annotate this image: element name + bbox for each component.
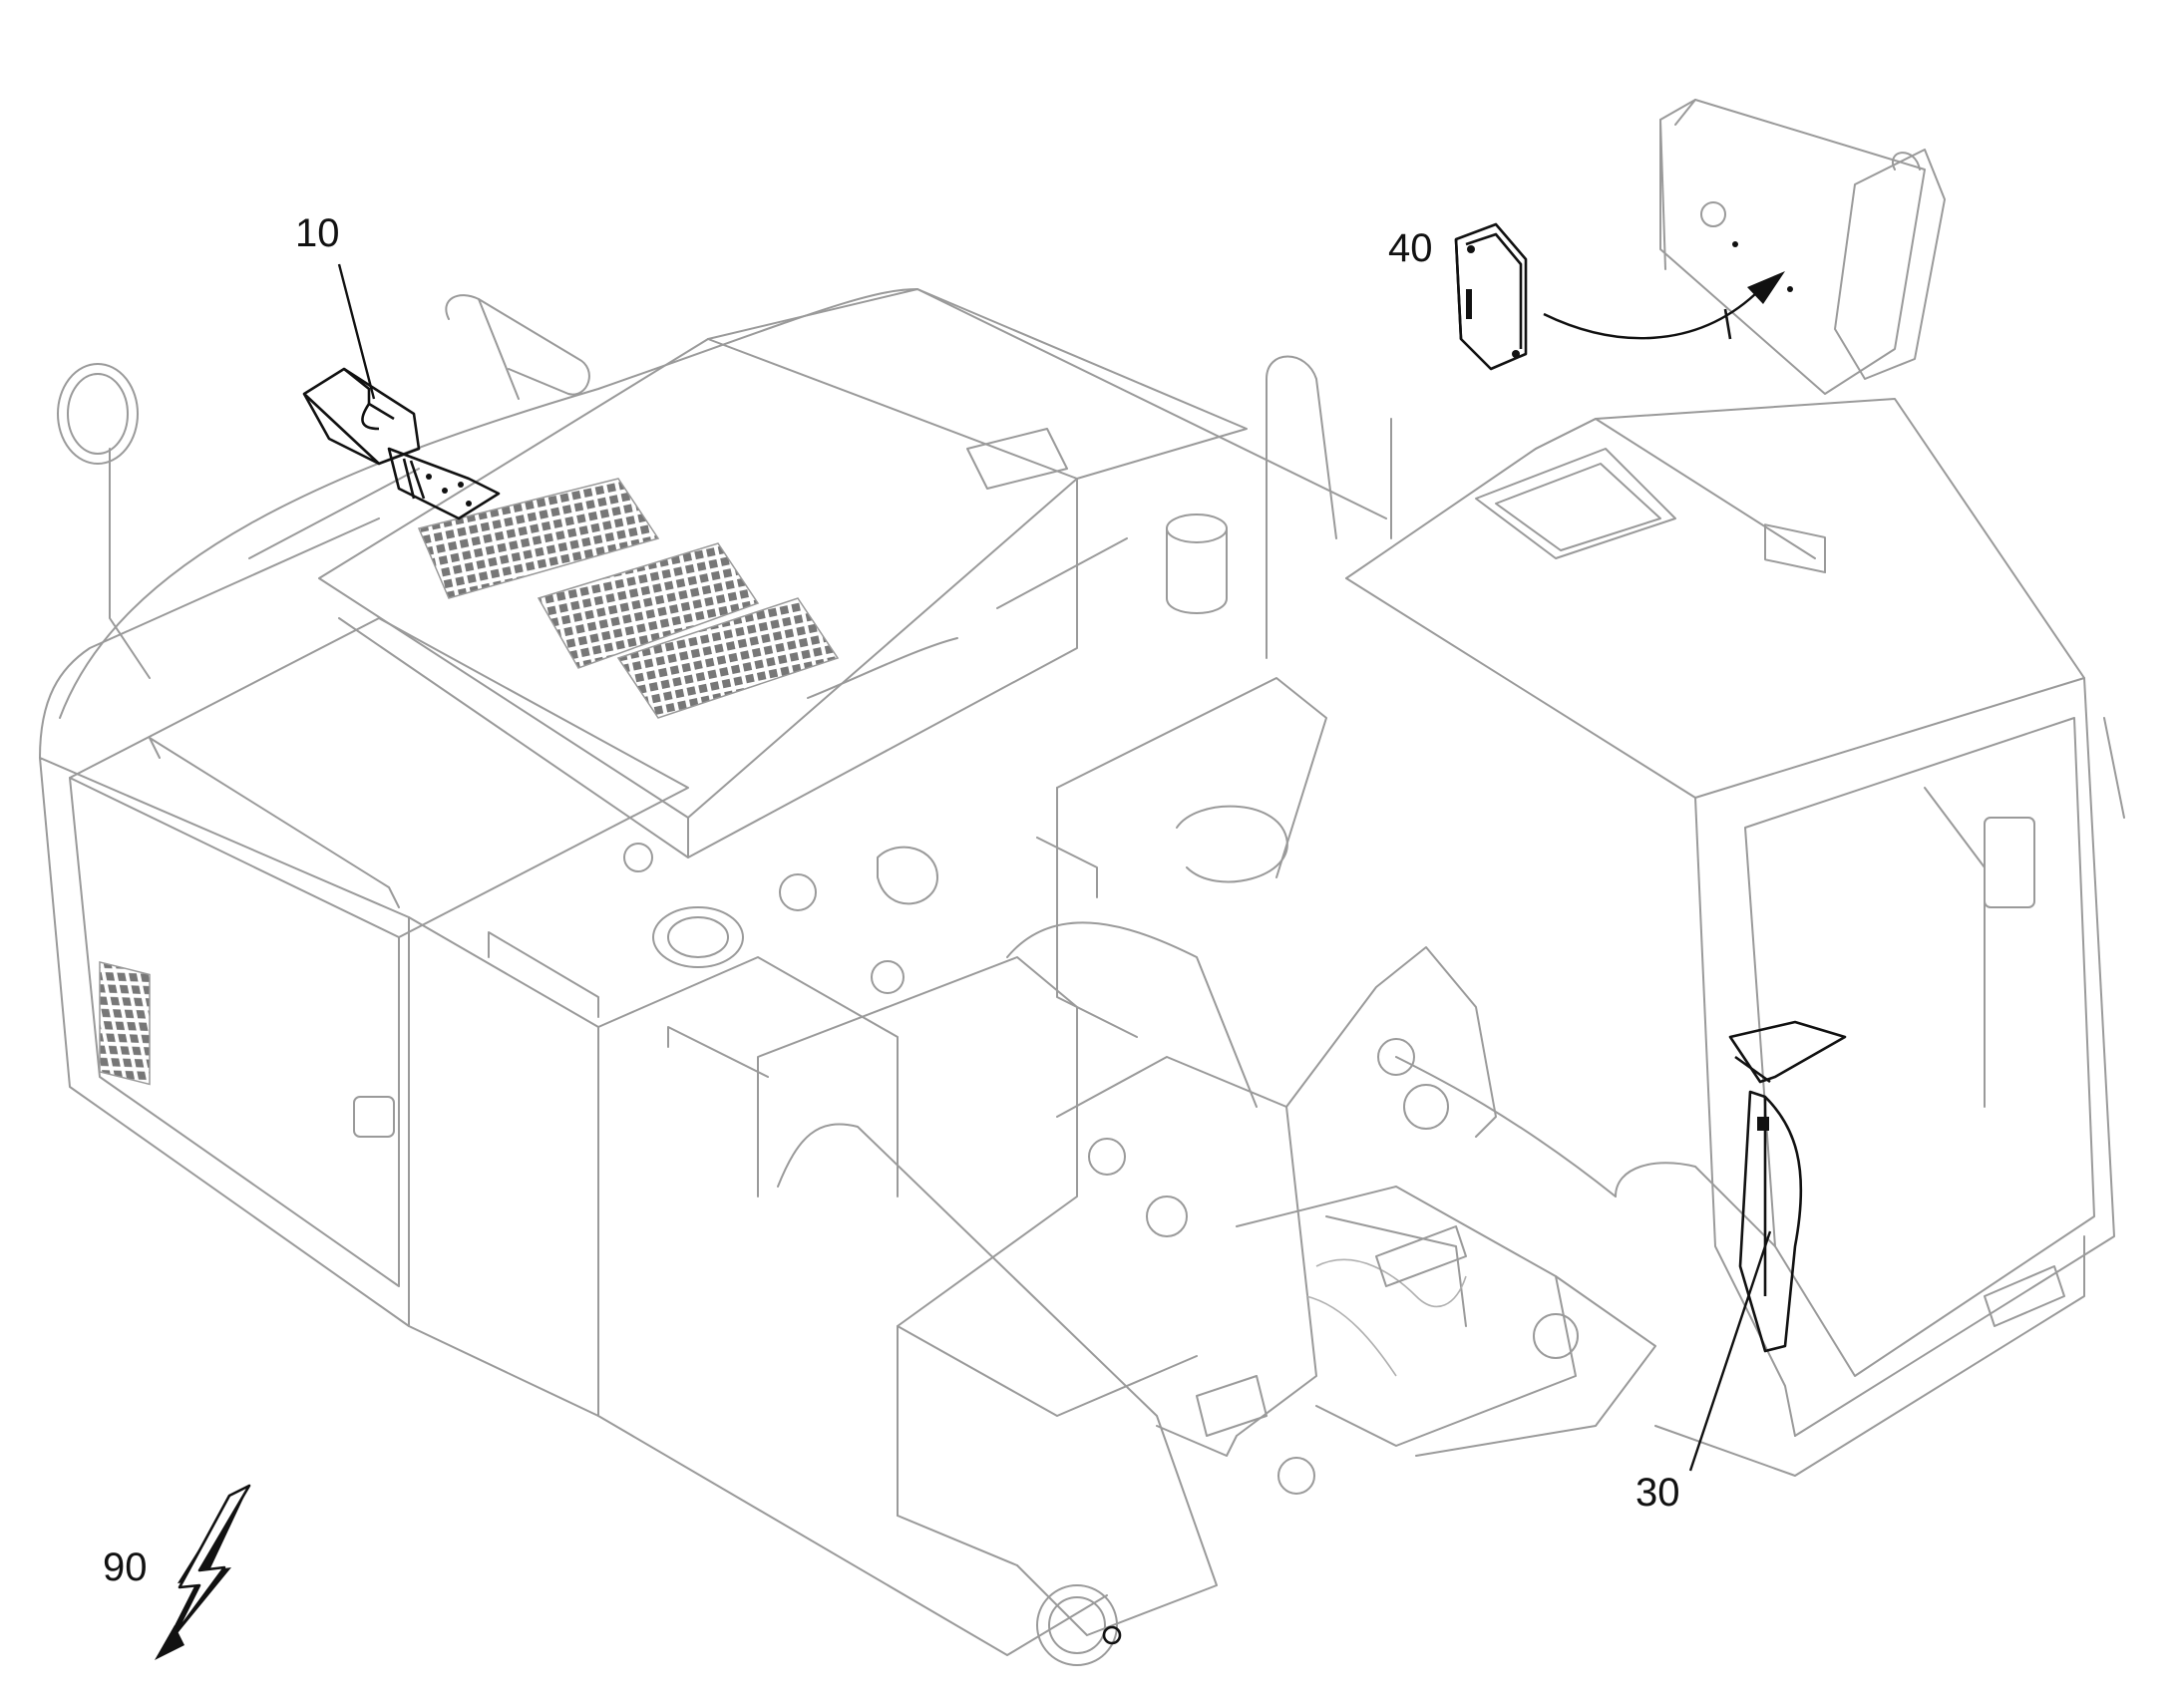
center-machinery <box>623 677 1327 1108</box>
hood-grille-right <box>616 597 840 719</box>
fuel-tank-and-front <box>757 956 1268 1666</box>
boom-foot-and-frame <box>1056 946 1656 1495</box>
leader-line-30 <box>1688 1230 1772 1472</box>
side-vent-grille <box>99 960 151 1086</box>
lightning-bolt-icon <box>155 1484 251 1660</box>
leader-line-10 <box>337 263 376 400</box>
component-10-beacon-bracket <box>302 367 501 520</box>
component-30-cab-bracket <box>1728 1020 1847 1353</box>
install-arrow-head <box>1747 271 1785 304</box>
callout-40: 40 <box>1388 226 1433 270</box>
hood-grille-left <box>417 478 660 599</box>
engine-hood <box>57 288 1337 858</box>
component-40-control-unit <box>1454 222 1528 371</box>
operator-cab <box>1345 398 2125 1477</box>
excavator-upper-structure <box>39 288 1387 1656</box>
install-arrow-path <box>1543 293 1756 340</box>
callout-90: 90 <box>103 1545 148 1589</box>
callout-10: 10 <box>295 211 340 255</box>
hood-grille-middle <box>537 542 760 669</box>
callout-30: 30 <box>1635 1471 1680 1515</box>
armrest-control-console <box>1659 99 1946 574</box>
